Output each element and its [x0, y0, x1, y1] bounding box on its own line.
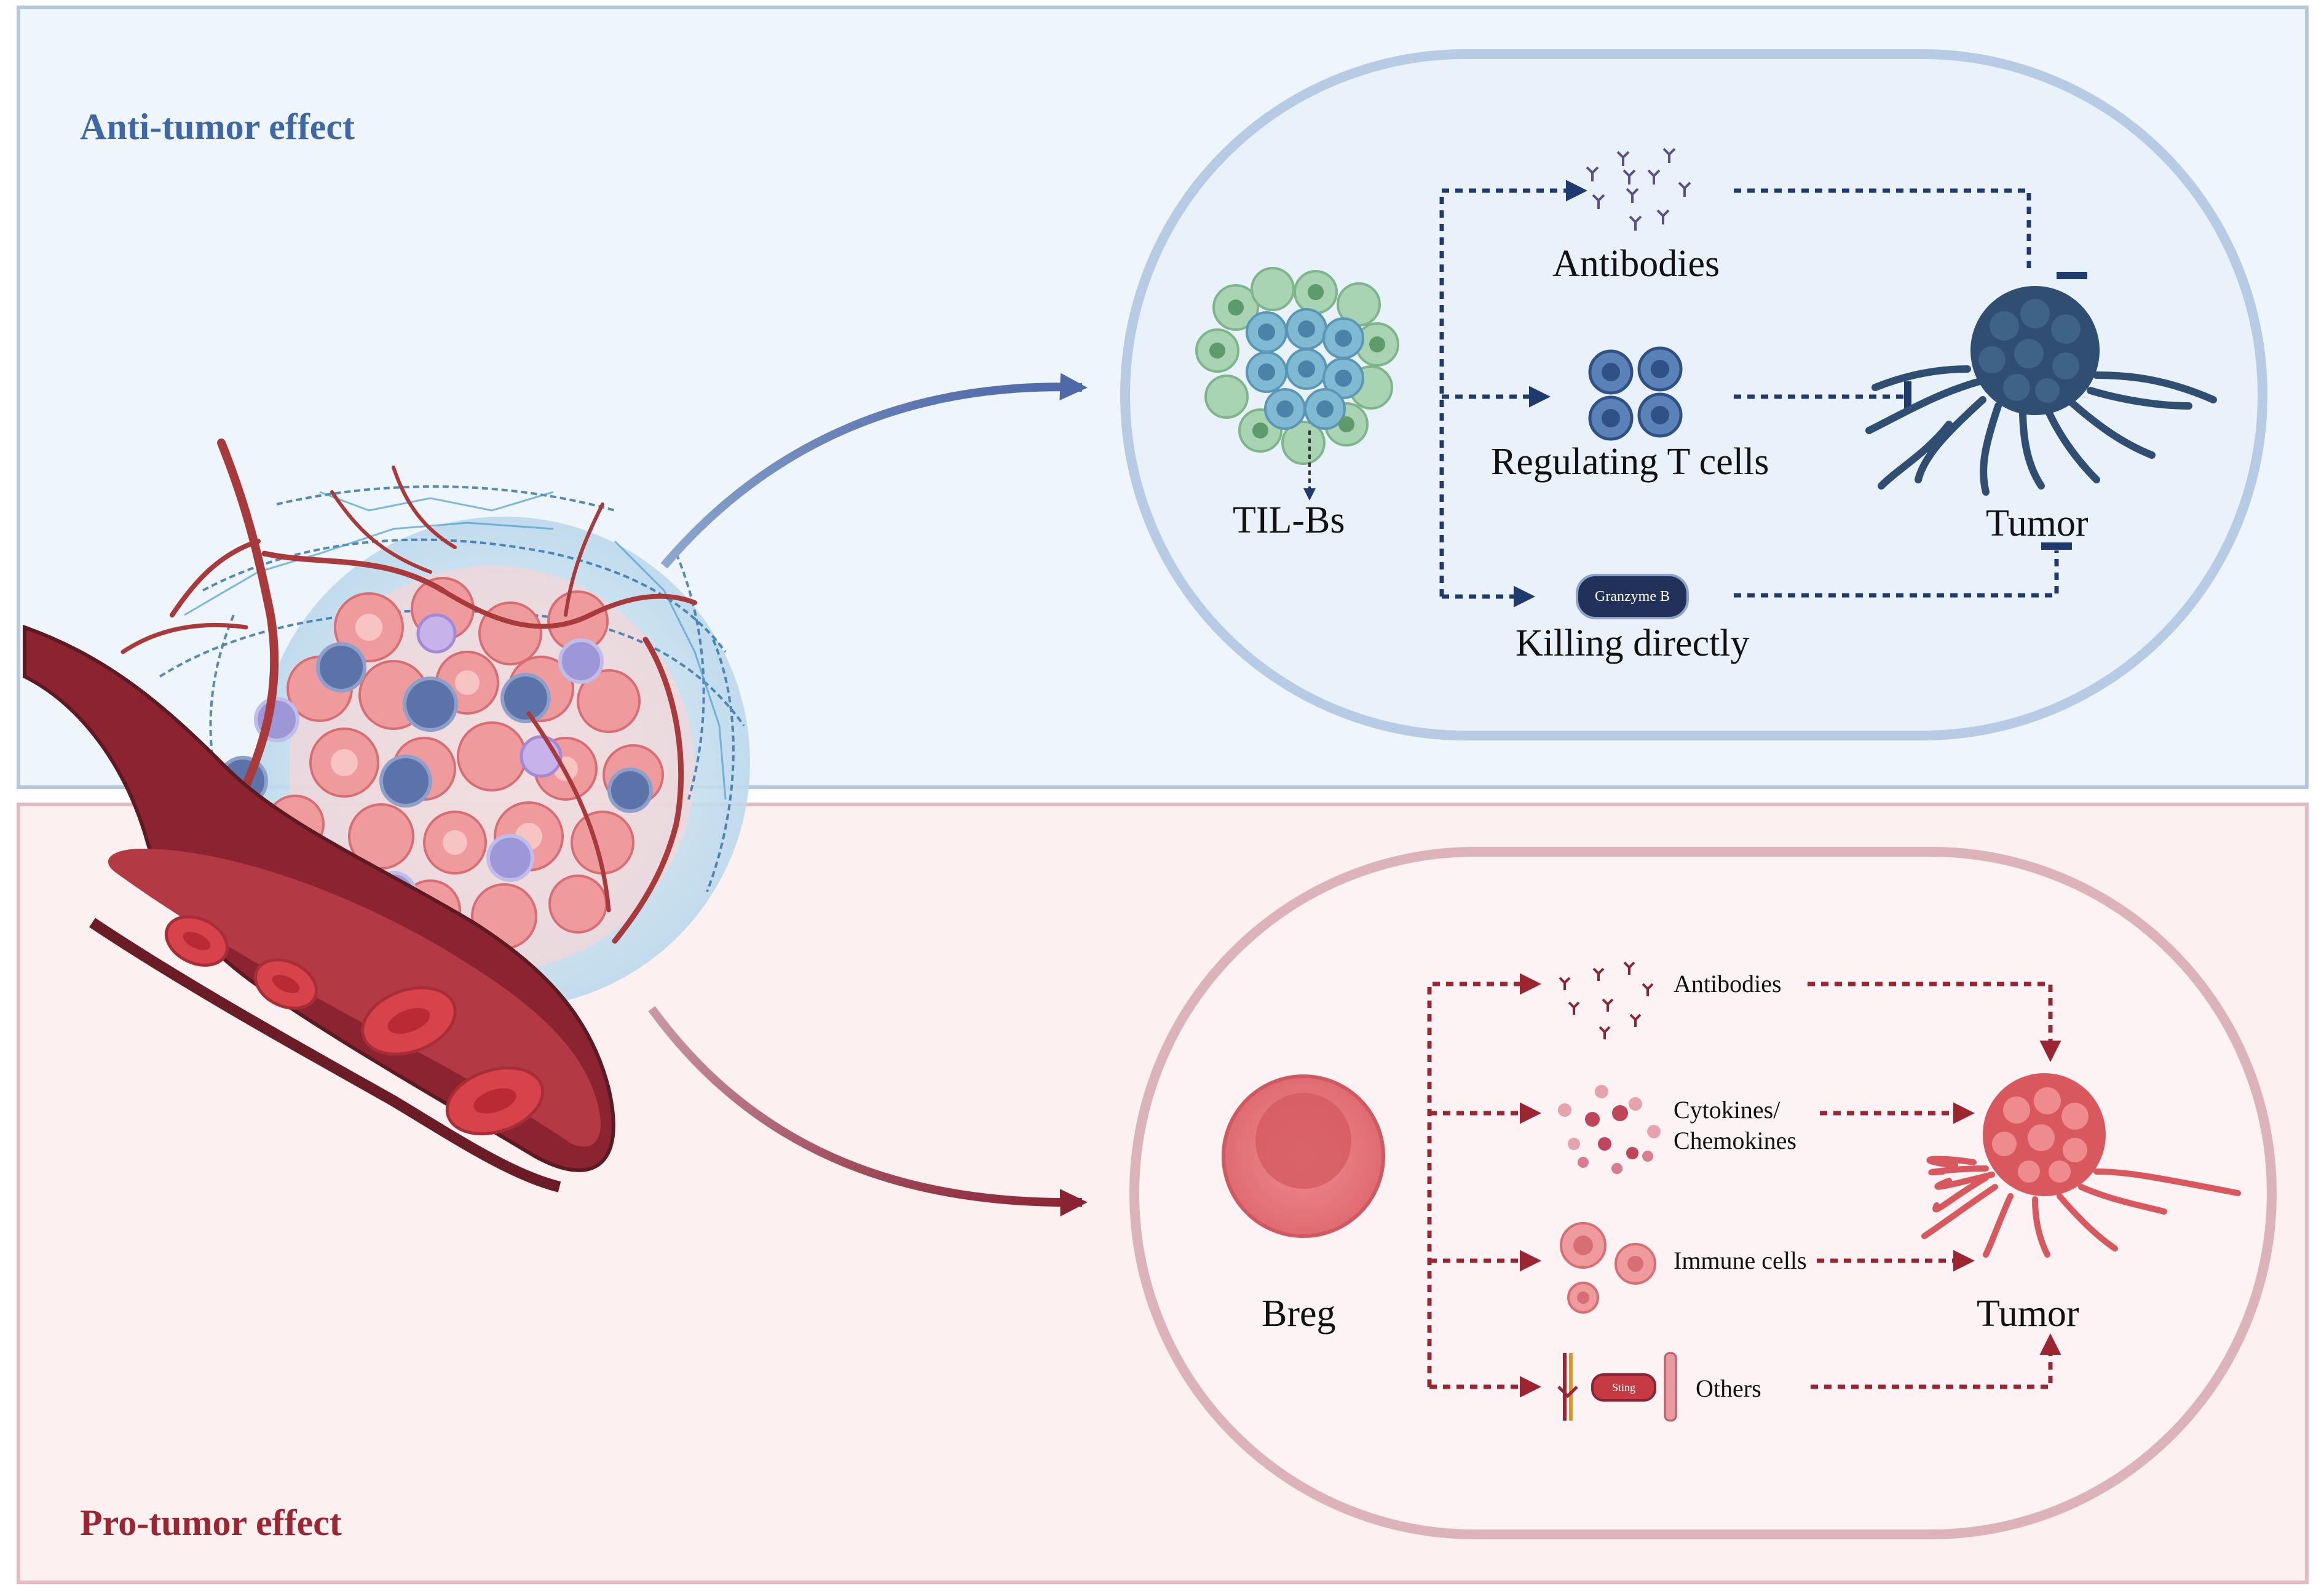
anti-panel-title: Anti-tumor effect — [80, 106, 355, 147]
pro-mechanism-container — [1129, 847, 2277, 1539]
granzyme-b-label: Granzyme B — [1595, 588, 1670, 605]
antibody-icon — [1586, 148, 1691, 231]
antibodies-label: Antibodies — [1552, 243, 1720, 285]
sting-icon — [1591, 1373, 1656, 1402]
anti-effect-arrow — [660, 373, 1088, 569]
regulating-t-cells-label: Regulating T cells — [1491, 441, 1769, 483]
breg-label: Breg — [1262, 1293, 1336, 1335]
killing-directly-label: Killing directly — [1516, 622, 1750, 664]
receptor-icon — [1557, 1352, 1677, 1422]
til-bs-label: TIL-Bs — [1233, 499, 1345, 541]
others-label: Others — [1696, 1375, 1761, 1402]
tumor-microenvironment-illustration — [23, 438, 750, 1192]
antibody-icon — [1559, 961, 1654, 1039]
pro-tumor-label: Tumor — [1977, 1293, 2079, 1335]
anti-tumor-label: Tumor — [1986, 502, 2089, 544]
tumor-cell-icon — [1865, 286, 2217, 496]
tumor-cell-icon — [1921, 1073, 2241, 1258]
b-cell-cluster-icon — [1195, 267, 1399, 465]
t-cell-icon — [1588, 346, 1683, 441]
cytokine-icon — [1558, 1085, 1661, 1174]
sting-label: Sting — [1611, 1381, 1635, 1394]
cytokines-label: Cytokines/ — [1674, 1096, 1781, 1124]
chemokines-label: Chemokines — [1674, 1127, 1796, 1154]
pro-effect-arrow — [648, 1006, 1088, 1216]
immune-cells-label: Immune cells — [1674, 1247, 1807, 1274]
pro-antibodies-label: Antibodies — [1674, 970, 1782, 998]
breg-cell-icon — [1222, 1074, 1385, 1238]
immune-cell-icon — [1560, 1222, 1656, 1314]
granzyme-icon — [1576, 574, 1689, 619]
anti-mechanism-container — [1120, 49, 2267, 740]
pro-panel-title: Pro-tumor effect — [80, 1502, 342, 1543]
